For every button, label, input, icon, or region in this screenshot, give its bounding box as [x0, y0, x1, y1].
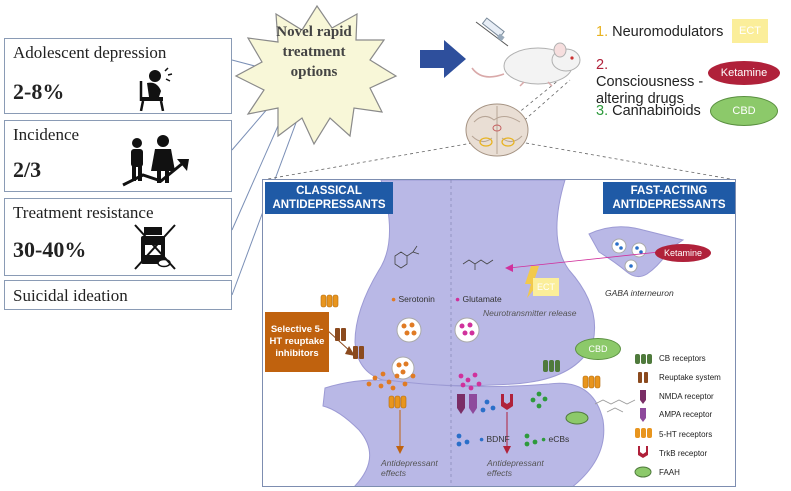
ampa-receptor-icon	[469, 394, 477, 414]
release-label: Neurotransmitter release	[483, 308, 577, 318]
option-label: Neuromodulators	[612, 24, 724, 40]
ketamine-badge: Ketamine	[708, 61, 780, 85]
5ht-receptor-icon	[388, 395, 407, 409]
nmda-receptor-icon	[457, 394, 465, 414]
stat-label: Incidence	[13, 125, 80, 144]
cbd-label: CBD	[575, 338, 621, 360]
classical-antidepressants-tag: CLASSICAL ANTIDEPRESSANTS	[265, 182, 393, 214]
bdnf-label: BDNF	[486, 434, 510, 444]
5ht-receptor-icon	[582, 375, 601, 389]
reuptake-icon	[638, 372, 648, 383]
5ht-receptor-icon	[320, 294, 339, 308]
trkb-receptor-icon	[638, 446, 648, 458]
stat-value: 30-40%	[13, 237, 87, 262]
stat-treatment-resistance: Treatment resistance 30-40%	[4, 198, 232, 276]
option-label: Cannabinoids	[612, 103, 701, 119]
nmda-receptor-icon	[640, 390, 646, 404]
legend-item: CB receptors	[659, 354, 706, 363]
ect-badge: ECT	[732, 19, 768, 43]
stat-suicidal-ideation: Suicidal ideation	[4, 280, 232, 310]
mouse-with-syringe-icon	[471, 17, 581, 87]
stat-label: Suicidal ideation	[13, 286, 128, 305]
cb-receptor-icon	[543, 360, 560, 372]
ect-label: ECT	[533, 278, 559, 296]
serotonin-release	[366, 371, 416, 391]
serotonin-label: Serotonin	[398, 294, 435, 304]
legend-item: NMDA receptor	[659, 392, 714, 401]
faah-icon	[565, 411, 589, 425]
legend-item: AMPA receptor	[659, 410, 713, 419]
depressed-person-icon	[139, 67, 173, 111]
stat-value: 2/3	[13, 157, 42, 182]
stat-adolescent-depression: Adolescent depression 2-8%	[4, 38, 232, 114]
brain-slice-icon	[465, 103, 529, 157]
ampa-receptor-icon	[640, 408, 646, 422]
glutamate-release	[458, 372, 482, 391]
glutamate-vesicle	[454, 317, 480, 343]
ecb-cluster	[524, 391, 548, 447]
option-neuromodulators: 1. Neuromodulators	[596, 24, 723, 41]
bdnf-cluster	[456, 399, 496, 447]
option-number: 1.	[596, 24, 609, 40]
legend-item: 5-HT receptors	[659, 430, 713, 439]
synapse-drawing	[320, 180, 685, 486]
novel-options-burst	[234, 4, 398, 146]
stat-label: Treatment resistance	[13, 203, 154, 222]
option-consciousness-altering: 2. Consciousness -altering drugs	[596, 57, 706, 108]
ecbs-label: eCBs	[548, 434, 570, 444]
fast-acting-antidepressants-tag: FAST-ACTING ANTIDEPRESSANTS	[603, 182, 735, 214]
right-arrow-icon	[420, 40, 466, 78]
stat-value: 2-8%	[13, 79, 65, 104]
stat-label: Adolescent depression	[13, 43, 167, 62]
crossed-pill-bottle-icon	[134, 224, 176, 270]
serotonin-vesicle	[396, 317, 422, 343]
legend-swatches	[634, 354, 652, 478]
legend-item: TrkB receptor	[659, 449, 708, 458]
serotonin-vesicle	[391, 356, 415, 380]
option-number: 3.	[596, 103, 609, 119]
growing-family-icon	[122, 135, 189, 187]
faah-icon	[634, 466, 652, 478]
ssri-label: Selective 5-HT reuptake inhibitors	[265, 312, 329, 372]
glutamate-label: Glutamate	[462, 294, 502, 304]
reuptake-icon	[335, 328, 364, 359]
option-cannabinoids: 3. Cannabinoids	[596, 103, 701, 120]
option-label: Consciousness -altering drugs	[596, 74, 704, 107]
stat-incidence: Incidence 2/3	[4, 120, 232, 192]
effects-left-label: Antidepressant effects	[381, 458, 438, 478]
cb-receptor-icon	[635, 354, 652, 364]
ketamine-label: Ketamine	[655, 244, 711, 262]
cbd-badge: CBD	[710, 96, 778, 126]
burst-text: Novel rapid treatment options	[276, 24, 352, 80]
effects-right-label: Antidepressant effects	[487, 458, 544, 478]
synapse-panel: CLASSICAL ANTIDEPRESSANTS FAST-ACTING AN…	[262, 179, 736, 487]
option-number: 2.	[596, 57, 609, 73]
5ht-receptor-icon	[635, 428, 652, 438]
legend-item: Reuptake system	[659, 373, 721, 382]
trkb-receptor-icon	[501, 394, 513, 410]
legend-item: FAAH	[659, 468, 680, 477]
gaba-label: GABA interneuron	[605, 288, 674, 298]
